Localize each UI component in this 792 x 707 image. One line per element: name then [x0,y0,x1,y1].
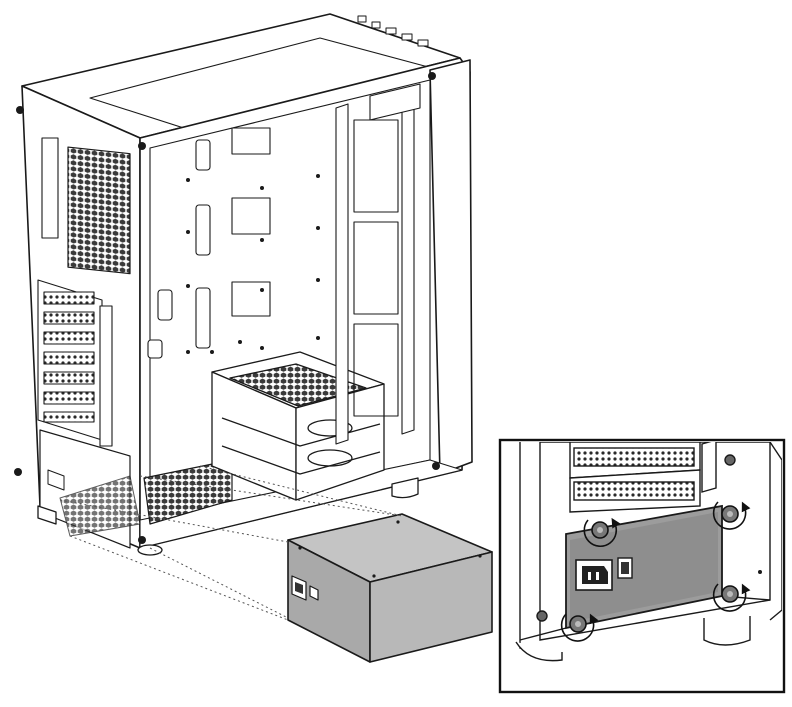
screw-icon [583,517,621,547]
computer-case [14,13,473,556]
inset-foot-left [515,641,563,662]
screw-icon [560,613,599,642]
rear-fan-mesh [67,146,131,275]
rotate-arrow-icon [560,613,599,642]
psu-screws-dots [298,520,482,578]
front-rails [335,83,421,445]
bottom-dust-filter [143,459,233,525]
screw-icon [712,583,751,612]
insertion-guide-lines [59,465,403,621]
inset-screws [560,501,751,642]
cable-cutouts [147,127,271,359]
detail-inset [498,438,786,694]
inset-foot-right [703,616,751,646]
screw-icon [712,501,751,530]
front-io-buttons [357,15,429,47]
rotate-arrow-icon [712,501,751,530]
inset-power-switch [617,557,633,579]
psu-side-face [369,551,493,663]
power-supply-unit [287,513,493,663]
case-screws [14,72,440,544]
inset-power-socket [575,559,613,591]
power-switch-icon [309,585,319,601]
rotate-arrow-icon [583,517,621,547]
standoff-holes [186,174,320,354]
case-front-edge [429,59,473,475]
rear-io-slot [41,137,59,239]
expansion-slots [37,279,113,447]
rotate-arrow-icon [712,583,751,612]
case-feet [37,477,419,556]
